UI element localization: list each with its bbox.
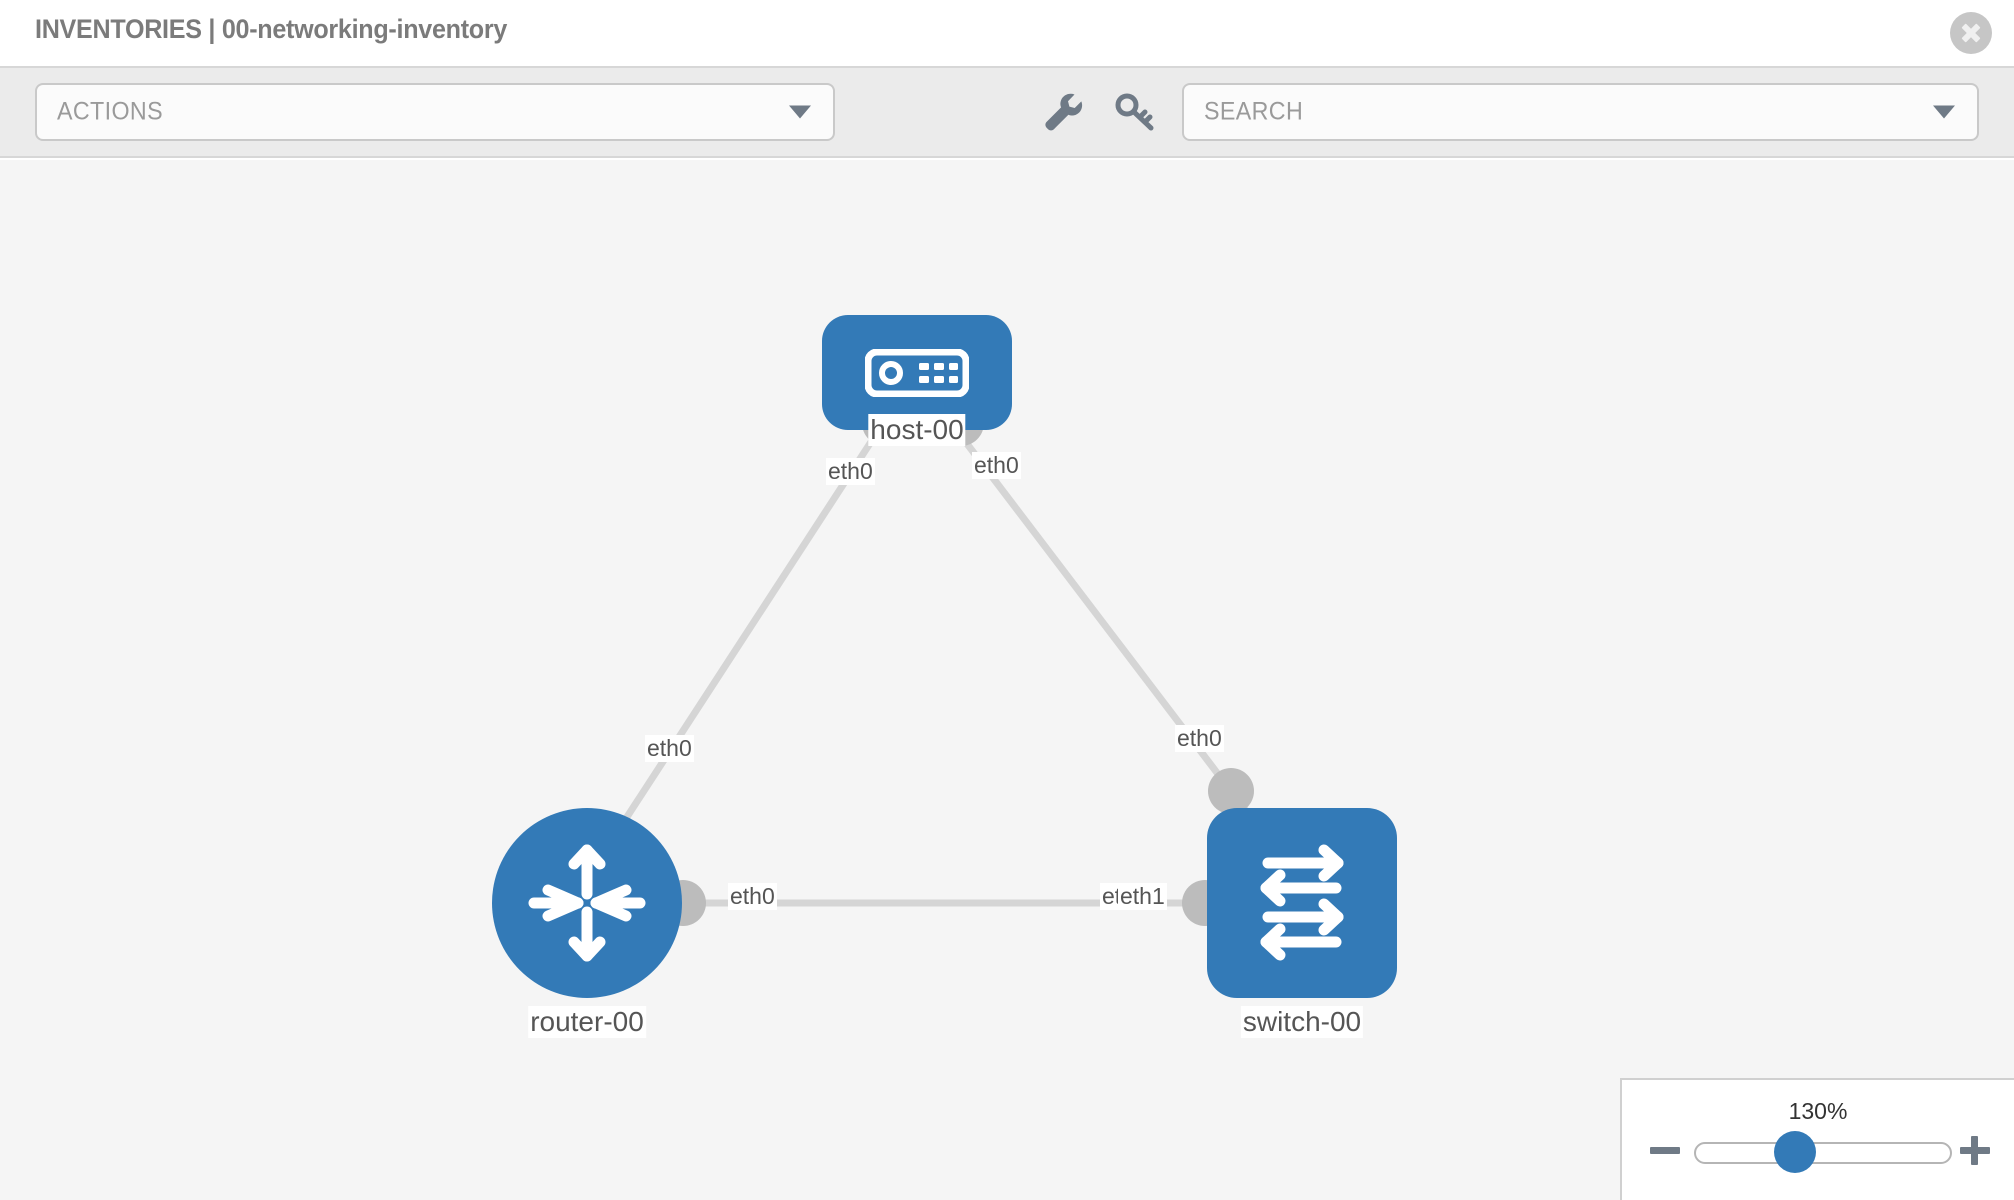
key-icon[interactable]	[1110, 90, 1158, 134]
chevron-down-icon[interactable]	[1933, 105, 1955, 119]
switch-arrows-icon	[1260, 844, 1344, 961]
iface-label-router-right: eth0	[728, 883, 777, 910]
zoom-in-button[interactable]	[1958, 1134, 1992, 1168]
iface-label-switch-up: eth0	[1175, 725, 1224, 752]
router-arrows-icon	[528, 844, 646, 962]
node-label-router-00: router-00	[528, 1006, 646, 1038]
search-placeholder: SEARCH	[1204, 97, 1304, 126]
node-label-switch-00: switch-00	[1240, 1006, 1364, 1038]
switch-node-shape	[1207, 808, 1397, 998]
zoom-control-panel: 130%	[1620, 1078, 2014, 1200]
zoom-out-button[interactable]	[1648, 1134, 1682, 1168]
node-label-host-00: host-00	[868, 414, 966, 446]
page-title: INVENTORIES | 00-networking-inventory	[35, 14, 508, 44]
server-icon	[865, 348, 969, 397]
toolbar: ACTIONS SEARCH	[0, 68, 2014, 158]
wrench-icon[interactable]	[1038, 90, 1086, 134]
iface-label-router-up: eth0	[645, 735, 694, 762]
page-header: INVENTORIES | 00-networking-inventory	[0, 0, 2014, 68]
actions-dropdown[interactable]: ACTIONS	[35, 83, 835, 141]
topology-node-router-00[interactable]: router-00	[492, 808, 682, 1038]
topology-node-host-00[interactable]: host-00	[822, 315, 1012, 446]
router-node-shape	[492, 808, 682, 998]
zoom-level-value: 130%	[1788, 1098, 1848, 1124]
iface-label-host-left: eth0	[826, 458, 875, 485]
close-icon[interactable]	[1950, 12, 1992, 54]
zoom-slider-thumb[interactable]	[1774, 1131, 1816, 1173]
topology-canvas[interactable]: host-00 router-00	[0, 160, 2014, 1200]
port-switch-top[interactable]	[1208, 768, 1254, 814]
topology-node-switch-00[interactable]: switch-00	[1207, 808, 1397, 1038]
chevron-down-icon	[789, 105, 811, 119]
zoom-slider-track[interactable]	[1694, 1142, 1952, 1164]
iface-label-host-right: eth0	[972, 452, 1021, 479]
host-node-shape	[822, 315, 1012, 430]
iface-label-switch-left-b: eth1	[1118, 883, 1167, 910]
actions-dropdown-label: ACTIONS	[57, 97, 163, 126]
search-input[interactable]: SEARCH	[1182, 83, 1979, 141]
